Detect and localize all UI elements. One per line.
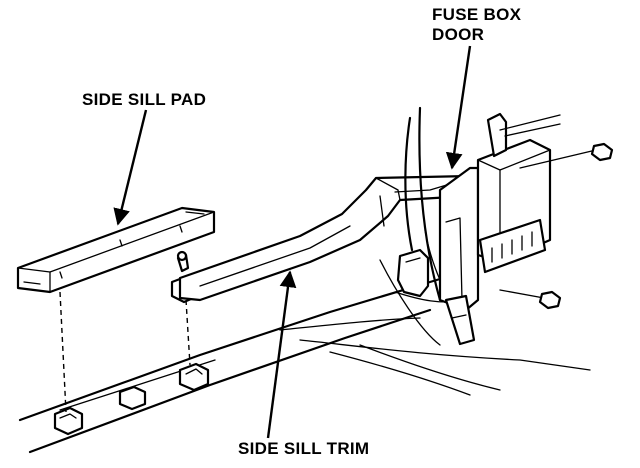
body-clips xyxy=(53,362,210,436)
leader-arrows xyxy=(113,45,472,439)
fuse-door-arrow xyxy=(445,45,472,170)
side-sill-pad-label: SIDE SILL PAD xyxy=(82,90,207,109)
side-sill-trim xyxy=(178,174,472,302)
pad-arrow xyxy=(113,109,148,226)
side-sill-trim-label: SIDE SILL TRIM xyxy=(238,439,370,458)
fuse-box-door xyxy=(396,166,480,346)
fuse-box-door-label-line2: DOOR xyxy=(432,25,485,44)
body-sill-lines xyxy=(18,268,591,454)
bolts xyxy=(499,142,614,310)
trim-arrow xyxy=(266,270,297,439)
fuse-box-door-label-line1: FUSE BOX xyxy=(432,5,522,24)
side-sill-pad xyxy=(16,206,216,294)
fuse-box-unit xyxy=(476,112,561,274)
alignment-lines xyxy=(59,291,191,413)
